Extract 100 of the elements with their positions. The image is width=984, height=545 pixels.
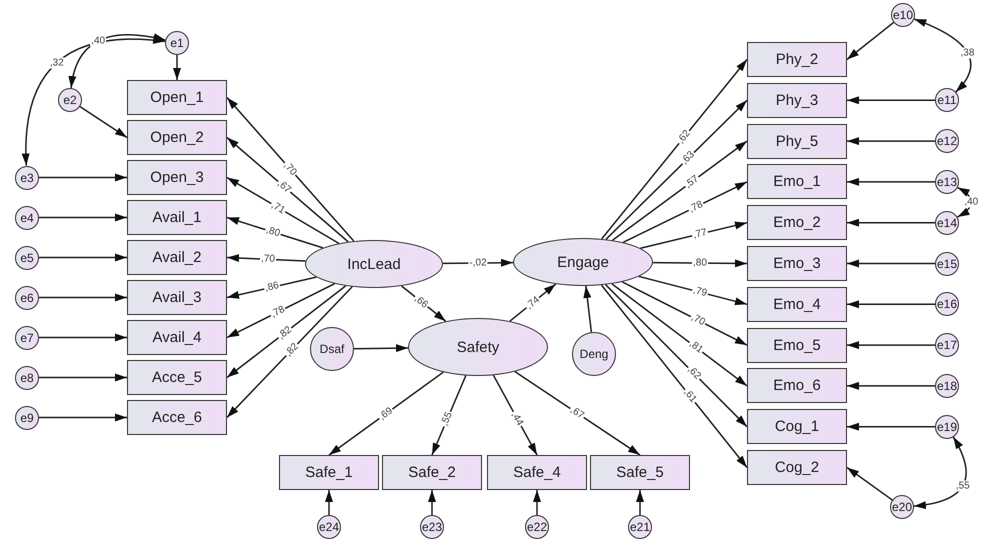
observed-variable-box: Avail_3	[127, 280, 227, 315]
arrow	[431, 375, 467, 456]
arrow	[847, 300, 935, 308]
edge-label: ,57	[682, 172, 702, 191]
arrow	[226, 254, 306, 262]
arrow	[492, 374, 538, 456]
arrow	[612, 140, 748, 241]
observed-variable-box: Cog_1	[747, 409, 847, 444]
arrow	[226, 97, 354, 242]
observed-variable-box: Safe_4	[487, 455, 587, 490]
edge-label: -,02	[468, 257, 488, 269]
arrow	[226, 285, 346, 378]
observed-variable-box: Acce_6	[127, 400, 227, 435]
observed-variable-box: Emo_5	[747, 328, 847, 363]
arrow	[39, 374, 127, 382]
observed-variable-box: Phy_3	[747, 82, 847, 118]
arrow	[847, 178, 935, 186]
edge-label: ,78	[268, 304, 288, 320]
observed-variable-box: Emo_1	[747, 164, 847, 200]
arrow	[39, 254, 127, 262]
observed-variable-box: Emo_2	[747, 205, 847, 240]
observed-variable-box: Avail_4	[127, 320, 227, 355]
observed-variable-box: Emo_4	[747, 286, 847, 322]
arrow	[846, 22, 894, 60]
curved-arrow	[22, 36, 166, 166]
arrow	[226, 216, 324, 249]
arrow	[605, 284, 748, 428]
arrow	[173, 55, 181, 80]
arrow	[622, 281, 748, 346]
observed-variable-box: Emo_6	[747, 368, 847, 404]
arrow	[39, 174, 127, 182]
arrow	[226, 283, 335, 338]
arrow	[226, 286, 353, 418]
arrow	[509, 284, 556, 322]
edge-label: ,86	[263, 280, 281, 294]
arrow	[622, 181, 748, 244]
arrow	[533, 490, 541, 515]
arrow	[39, 334, 127, 342]
arrow	[640, 222, 748, 249]
arrow	[636, 490, 644, 515]
edge-label: ,32	[48, 57, 65, 68]
observed-variable-box: Phy_5	[747, 124, 847, 159]
arrow	[39, 294, 127, 302]
edge-label: ,70	[280, 159, 300, 178]
edge-label: ,78	[686, 198, 706, 216]
observed-variable-box: Phy_2	[747, 42, 847, 77]
arrow	[325, 490, 333, 515]
curved-arrow	[69, 34, 166, 88]
observed-variable-box: Open_1	[127, 80, 227, 115]
arrow	[226, 136, 349, 242]
observed-variable-box: Emo_3	[747, 246, 847, 281]
arrow	[847, 137, 935, 146]
arrow	[611, 283, 748, 386]
latent-variable-ellipse: Engage	[513, 238, 653, 286]
edge-label: ,61	[680, 386, 700, 406]
observed-variable-box: Acce_5	[127, 360, 227, 395]
edge-label: ,77	[690, 226, 710, 242]
arrow	[847, 341, 935, 350]
observed-variable-box: Open_2	[127, 120, 227, 155]
arrow	[847, 422, 935, 431]
arrow	[652, 259, 747, 268]
edge-label: ,82	[282, 340, 302, 360]
arrow	[847, 96, 935, 104]
edge-label: ,70	[260, 253, 276, 266]
observed-variable-box: Safe_1	[279, 455, 379, 490]
arrow	[354, 344, 408, 352]
arrow	[846, 466, 893, 501]
arrow	[428, 490, 436, 515]
edge-label: ,74	[523, 293, 542, 312]
observed-variable-box: Safe_2	[382, 455, 482, 490]
edge-label: ,44	[508, 410, 526, 429]
arrow	[226, 276, 316, 299]
arrow	[80, 106, 128, 138]
arrow	[847, 260, 935, 268]
latent-variable-ellipse: IncLead	[305, 240, 443, 288]
arrow	[600, 284, 748, 468]
edge-label: ,55	[954, 480, 971, 492]
arrow	[514, 371, 640, 456]
arrow	[605, 100, 748, 240]
edge-label: ,40	[90, 36, 106, 47]
observed-variable-box: Open_3	[127, 160, 227, 195]
arrow	[847, 218, 935, 227]
observed-variable-box: Safe_5	[590, 455, 690, 490]
latent-variable-ellipse: Safety	[408, 318, 548, 376]
arrow	[401, 285, 446, 322]
arrow	[601, 59, 748, 240]
edge-label: ,80	[692, 258, 708, 269]
observed-variable-box: Avail_2	[127, 240, 227, 275]
arrow	[39, 414, 127, 422]
arrow	[226, 176, 340, 244]
curved-arrow	[914, 18, 972, 93]
observed-variable-box: Avail_1	[127, 200, 227, 235]
edge-label: ,38	[960, 47, 976, 58]
arrow	[328, 372, 444, 456]
arrow	[847, 382, 935, 390]
arrow	[638, 276, 748, 306]
edge-label: ,40	[963, 196, 980, 208]
edge-label: ,82	[275, 324, 295, 342]
observed-variable-box: Cog_2	[747, 450, 847, 485]
curved-arrow	[914, 436, 967, 509]
